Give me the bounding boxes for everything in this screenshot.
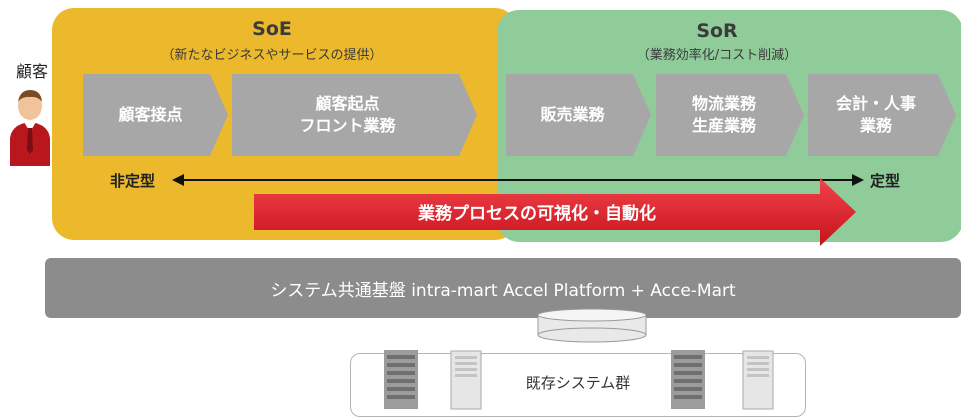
server-icon (671, 350, 705, 409)
customer-label: 顧客 (16, 62, 49, 81)
structured-label: 定型 (870, 172, 901, 190)
sor-subtitle: （業務効率化/コスト削減） (636, 48, 798, 63)
step-sales: 販売業務 (506, 74, 651, 156)
banner-text: 業務プロセスの可視化・自動化 (418, 204, 656, 224)
soe-subtitle: （新たなビジネスやサービスの提供） (161, 48, 383, 63)
server-icon (384, 350, 418, 409)
server-icon (450, 350, 482, 410)
double-arrow-icon (172, 174, 864, 186)
customer-person-icon (10, 90, 50, 166)
soe-title: SoE (252, 18, 292, 40)
server-icon (742, 350, 774, 410)
legacy-systems-box: 既存システム群 (350, 353, 806, 417)
step-customer-contact: 顧客接点 (83, 74, 228, 156)
step-logistics-production: 物流業務 生産業務 (656, 74, 804, 156)
database-icon (537, 308, 647, 343)
step-accounting-hr: 会計・人事 業務 (808, 74, 956, 156)
legacy-systems-label: 既存システム群 (525, 374, 631, 392)
platform-bar: システム共通基盤 intra-mart Accel Platform + Acc… (45, 258, 961, 318)
sor-title: SoR (696, 20, 738, 42)
banner-arrow-icon (254, 178, 856, 246)
unstructured-label: 非定型 (110, 172, 156, 190)
step-front-office: 顧客起点 フロント業務 (232, 74, 477, 156)
